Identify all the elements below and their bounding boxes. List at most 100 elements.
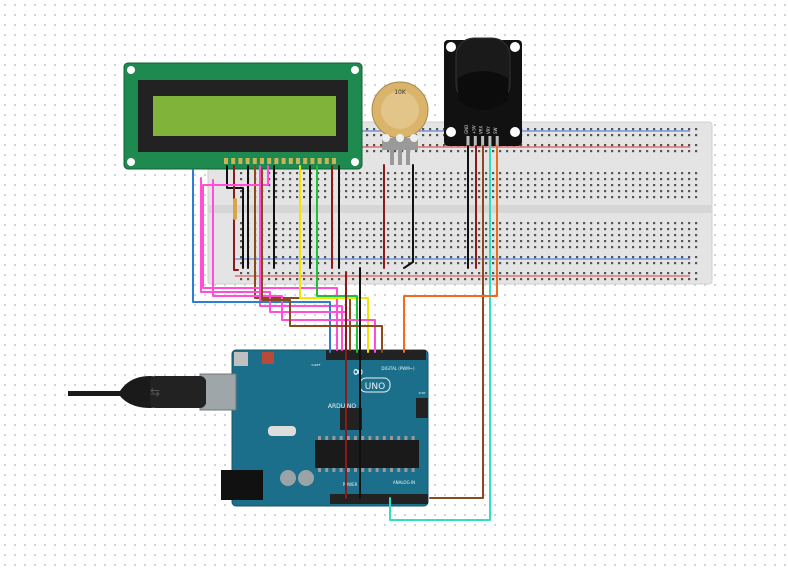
breadboard-hole [632,196,635,199]
breadboard-hole [674,246,677,249]
breadboard-hole [618,228,621,231]
breadboard-hole [534,128,537,131]
breadboard-hole [611,190,614,193]
breadboard-hole [534,178,537,181]
breadboard-hole [506,222,509,225]
breadboard-hole [303,278,306,281]
breadboard-hole [366,184,369,187]
breadboard-hole [492,172,495,175]
breadboard-hole [457,196,460,199]
breadboard-hole [625,240,628,243]
lcd-pin [252,158,257,164]
breadboard-hole [548,222,551,225]
breadboard-hole [366,240,369,243]
breadboard-hole [653,178,656,181]
breadboard-hole [485,240,488,243]
breadboard-hole [639,234,642,237]
breadboard-hole [611,278,614,281]
breadboard-hole [436,184,439,187]
breadboard-hole [443,150,446,153]
breadboard-hole [394,150,397,153]
breadboard-hole [562,228,565,231]
breadboard-hole [303,178,306,181]
breadboard-hole [380,150,383,153]
breadboard-hole [548,184,551,187]
breadboard-hole [569,240,572,243]
breadboard-hole [436,256,439,259]
breadboard-hole [394,272,397,275]
breadboard-hole [660,272,663,275]
breadboard-hole [632,262,635,265]
breadboard-hole [415,256,418,259]
breadboard-hole [324,196,327,199]
breadboard-hole [471,262,474,265]
breadboard-hole [597,262,600,265]
breadboard-hole [548,172,551,175]
breadboard-hole [597,278,600,281]
breadboard-hole [527,228,530,231]
breadboard-hole [485,234,488,237]
breadboard-hole [527,256,530,259]
lcd-pin [303,158,308,164]
breadboard-hole [548,234,551,237]
breadboard-hole [653,272,656,275]
breadboard-hole [345,228,348,231]
breadboard-hole [597,144,600,147]
breadboard-hole [527,196,530,199]
breadboard-hole [618,178,621,181]
breadboard-hole [611,262,614,265]
breadboard-hole [310,262,313,265]
breadboard-hole [583,178,586,181]
breadboard-hole [415,234,418,237]
arduino-uno: ∞ ARDUINO UNO DIGITAL (PWM~) ANALOG IN P… [199,349,429,507]
breadboard-hole [478,196,481,199]
breadboard-hole [268,272,271,275]
breadboard-hole [667,196,670,199]
breadboard-hole [401,272,404,275]
breadboard-hole [548,246,551,249]
breadboard-hole [415,150,418,153]
breadboard-hole [240,196,243,199]
breadboard-hole [555,172,558,175]
breadboard-hole [569,256,572,259]
breadboard-hole [464,190,467,193]
breadboard-hole [541,222,544,225]
breadboard-hole [555,190,558,193]
breadboard-hole [268,196,271,199]
breadboard-hole [366,272,369,275]
breadboard-hole [457,234,460,237]
breadboard-hole [310,272,313,275]
breadboard-hole [345,172,348,175]
chip-pin [346,468,350,472]
breadboard-hole [380,144,383,147]
breadboard-hole [492,196,495,199]
breadboard-hole [590,134,593,137]
breadboard-hole [268,184,271,187]
breadboard-hole [562,240,565,243]
breadboard-hole [681,190,684,193]
breadboard-hole [555,128,558,131]
breadboard-hole [303,228,306,231]
breadboard-hole [597,190,600,193]
breadboard-hole [597,172,600,175]
breadboard-hole [576,172,579,175]
breadboard-hole [590,256,593,259]
breadboard-hole [520,178,523,181]
breadboard-hole [499,278,502,281]
breadboard-hole [520,240,523,243]
breadboard-hole [541,134,544,137]
breadboard-hole [240,172,243,175]
breadboard-hole [527,246,530,249]
breadboard-hole [639,262,642,265]
breadboard-hole [331,278,334,281]
breadboard-hole [534,134,537,137]
breadboard-hole [534,272,537,275]
breadboard-hole [604,272,607,275]
breadboard-hole [674,196,677,199]
breadboard-hole [275,234,278,237]
breadboard-hole [695,150,698,153]
breadboard-hole [527,234,530,237]
breadboard-hole [660,228,663,231]
breadboard-hole [394,262,397,265]
breadboard-hole [527,144,530,147]
